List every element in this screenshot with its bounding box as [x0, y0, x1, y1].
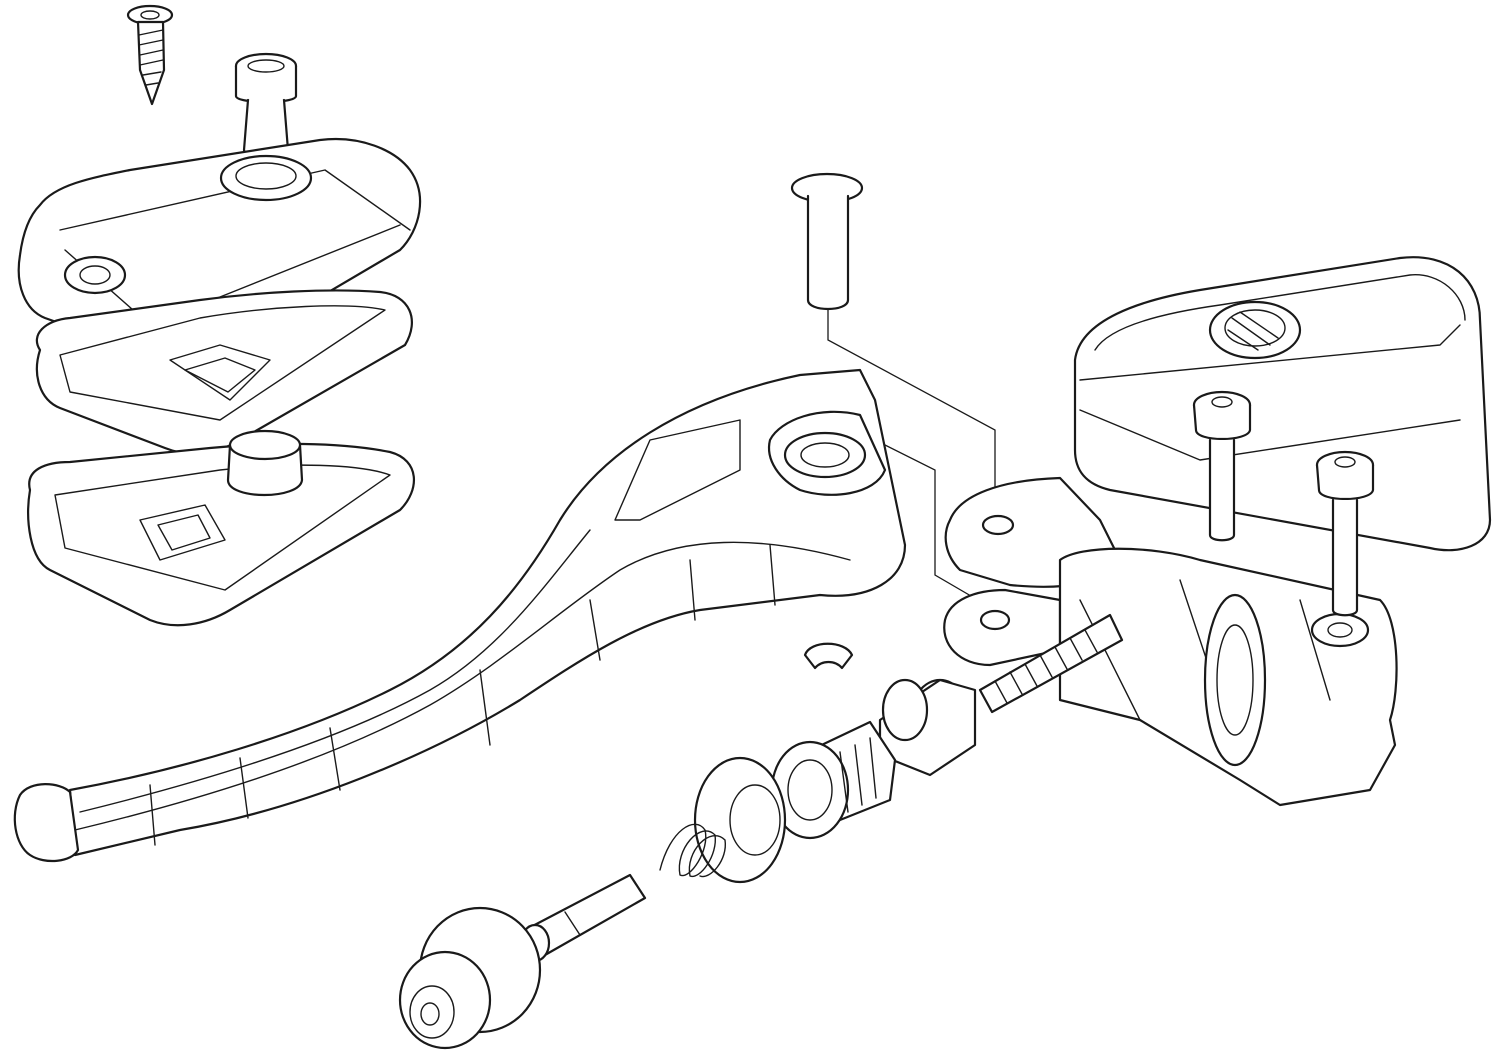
leader-line-lever [854, 429, 996, 611]
upper-diaphragm-gasket [35, 289, 413, 455]
piston-cup-seal [770, 720, 897, 840]
push-rod [978, 613, 1124, 714]
circlip [803, 642, 854, 670]
return-spring [659, 823, 726, 878]
reservoir-plug [234, 52, 298, 158]
master-cylinder-body [943, 256, 1492, 807]
spring-retainer-pin [519, 873, 647, 963]
pivot-pin [790, 172, 864, 311]
lower-diaphragm [27, 429, 415, 627]
clamp-bolt-right [1315, 450, 1375, 617]
end-cap [398, 906, 542, 1050]
cover-screw [126, 4, 174, 106]
piston [878, 678, 977, 777]
clamp-bolt-left [1192, 390, 1252, 542]
dust-boot [693, 756, 787, 884]
brake-lever [13, 368, 907, 863]
leader-line-pin [827, 310, 996, 520]
